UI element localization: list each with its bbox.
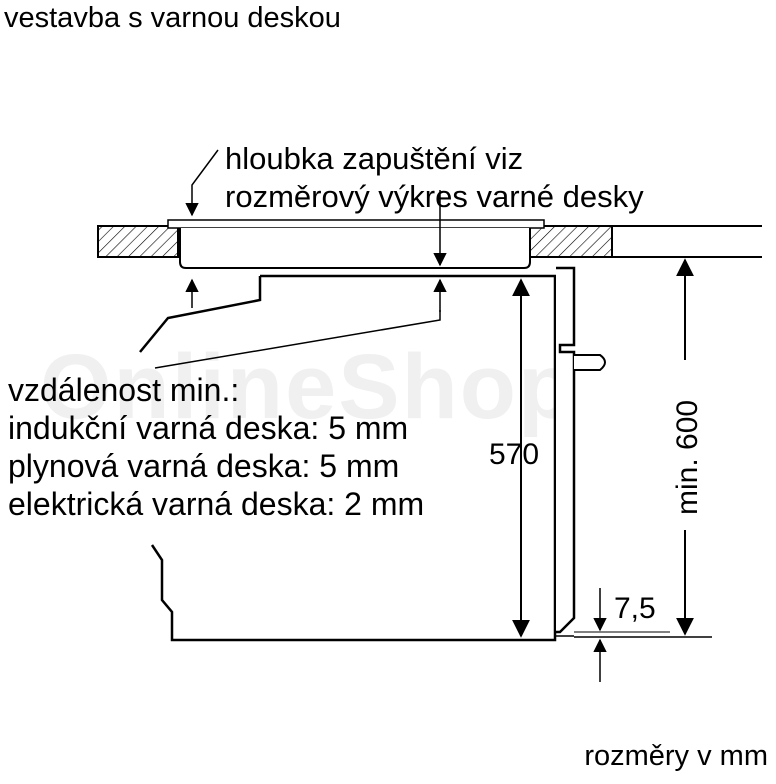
page-title: vestavba s varnou deskou [4,2,341,34]
oven-door [556,266,576,634]
worktop-left [97,225,179,258]
oven-knob [574,354,606,371]
note-leader [185,149,219,217]
min-distance-gas: plynová varná deska: 5 mm [8,448,400,484]
hob-depth-note: hloubka zapuštění viz rozměrový výkres v… [225,140,644,216]
watermark: OnlineShop [40,336,577,438]
min-distance-heading: vzdálenost min.: [8,372,240,408]
hob-depth-note-line2: rozměrový výkres varné desky [225,179,644,214]
min-distance-induction: indukční varná deska: 5 mm [8,410,409,446]
hob-body [179,228,531,269]
worktop-right [529,225,613,258]
min-distance-electric: elektrická varná deska: 2 mm [8,486,425,522]
units-label: rozměry v mm [584,740,768,772]
dim-600-label: min. 600 [671,400,704,515]
dim-75-label: 7,5 [614,592,656,625]
oven-outline [150,274,557,642]
gap-leader [154,310,441,369]
hob-top-plate [167,219,545,229]
oven-top-slope [139,276,262,353]
dim-570-label: 570 [489,438,539,471]
min-distance-block: vzdálenost min.: indukční varná deska: 5… [8,371,424,523]
hob-depth-note-line1: hloubka zapuštění viz [225,141,524,176]
